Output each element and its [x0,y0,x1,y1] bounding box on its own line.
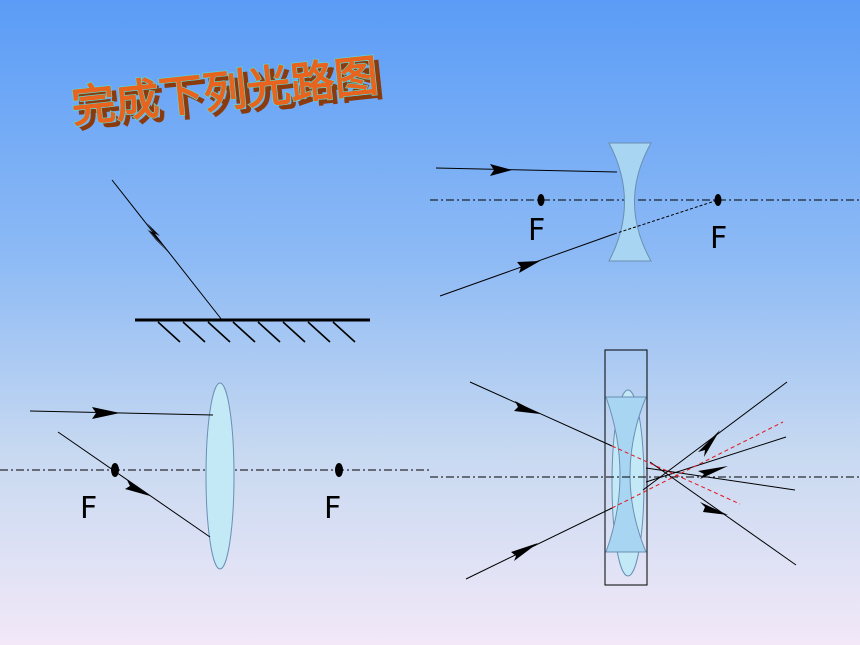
outgoing-arrow-2 [700,502,728,515]
focal-point-left [537,194,545,206]
focal-label-right: F [710,221,727,256]
outgoing-ray-4 [645,467,796,491]
concave-lens [608,142,652,262]
focal-label-left-convex: F [80,491,97,526]
focal-point-left-convex [111,463,119,477]
focus-ray-arrow [517,261,540,273]
lower-incident-ray [465,507,613,580]
focal-label-right-convex: F [324,491,341,526]
concave-lens-diagram: F F [430,142,860,297]
upper-incident-arrow [514,401,540,414]
outgoing-arrow-1 [698,430,720,457]
lower-incident-arrow [511,543,538,561]
ray-extension [613,199,719,235]
convex-lens-diagram: F F [0,382,430,570]
concave-lens-overlay [605,396,647,553]
plane-mirror-diagram [111,179,370,343]
lens-frame [604,349,648,586]
ray-through-focus [57,431,211,538]
outgoing-ray-3 [645,436,787,483]
focal-point-right-convex [335,463,343,477]
incident-ray-arrow [147,223,167,250]
parallel-ray-arrow [490,164,512,176]
construction-line-1 [611,445,741,505]
convex-lens [205,382,235,570]
upper-incident-ray [469,381,613,447]
title-group: 完成下列光路图 完成下列光路图 [68,50,386,138]
incident-ray-arrowhead [146,228,170,254]
focus-ray-convex-arrow [125,480,150,496]
parallel-ray-convex [29,410,214,416]
focal-point-right [714,194,722,206]
outgoing-arrow-3 [698,466,728,479]
focal-label-left: F [528,213,545,248]
construction-line-2 [611,421,784,509]
parallel-ray-convex-arrow [92,407,120,419]
parallel-ray [435,167,618,173]
mirror-hatching [157,321,356,343]
concave-lens-multi-diagram [430,349,860,586]
